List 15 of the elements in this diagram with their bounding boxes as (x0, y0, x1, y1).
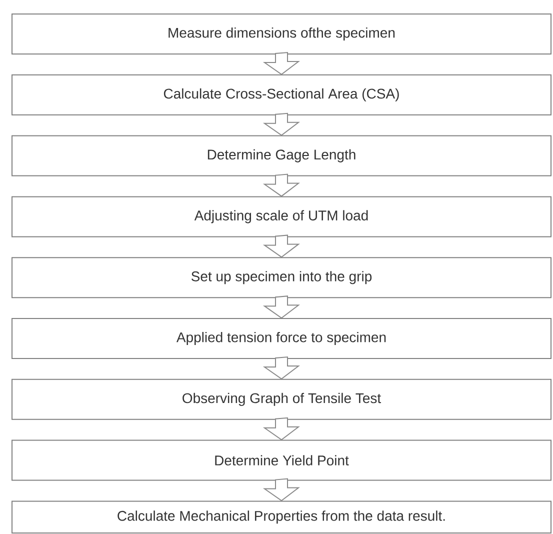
step-box: Applied tension force to specimen (12, 318, 552, 359)
step-box: Adjusting scale of UTM load (12, 196, 552, 238)
step-box: Determine Gage Length (12, 135, 552, 176)
step-box: Calculate Cross-Sectional Area (CSA) (12, 74, 552, 116)
step-box: Calculate Mechanical Properties from the data result. (12, 500, 552, 534)
hollow-arrow (262, 296, 300, 319)
hollow-arrow (262, 174, 300, 197)
hollow-arrow (262, 478, 300, 502)
step-box: Set up specimen into the grip (12, 257, 552, 298)
hollow-arrow (262, 112, 300, 136)
step-box: Observing Graph of Tensile Test (12, 378, 552, 420)
hollow-arrow (262, 417, 300, 440)
hollow-arrow (262, 234, 300, 258)
step-box: Determine Yield Point (12, 440, 552, 481)
step-box: Measure dimensions ofthe specimen (12, 14, 552, 54)
